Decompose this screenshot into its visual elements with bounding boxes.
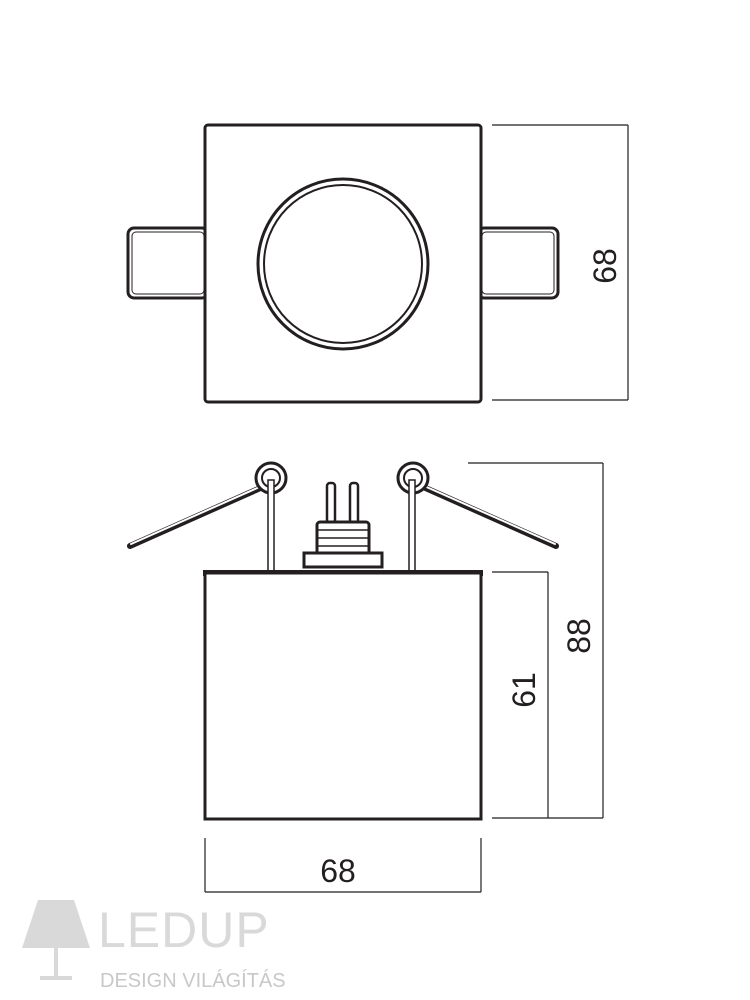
connector-base (302, 551, 384, 569)
top-right-tab-inner (481, 231, 555, 295)
logo-tagline: DESIGN VILÁGÍTÁS (100, 969, 286, 992)
connector-pin-right (348, 481, 360, 525)
top-dimension (492, 124, 629, 401)
top-lens-inner (263, 184, 423, 344)
top-view (126, 123, 560, 404)
side-view (127, 461, 559, 821)
top-left-tab-inner (131, 231, 205, 295)
left-spring-arm (127, 479, 277, 549)
top-right-tab (476, 226, 560, 300)
side-body-height-label: 61 (506, 672, 542, 708)
connector-pin-left (325, 481, 337, 525)
top-square-body (203, 123, 483, 404)
lamp-icon (22, 900, 90, 980)
side-total-height-label: 88 (561, 618, 597, 654)
right-spring-arm (409, 479, 559, 549)
side-body (203, 571, 483, 821)
logo-name: LEDUP (98, 902, 270, 958)
side-width-label: 68 (320, 853, 356, 889)
top-left-tab (126, 226, 210, 300)
ledup-logo: LEDUP DESIGN VILÁGÍTÁS (22, 900, 286, 992)
left-spring-leg (267, 479, 275, 573)
connector-socket (315, 520, 371, 558)
side-dimensions (204, 462, 604, 893)
top-height-label: 68 (587, 248, 623, 284)
top-lens-outer (256, 177, 430, 351)
right-spring-leg (408, 479, 416, 573)
